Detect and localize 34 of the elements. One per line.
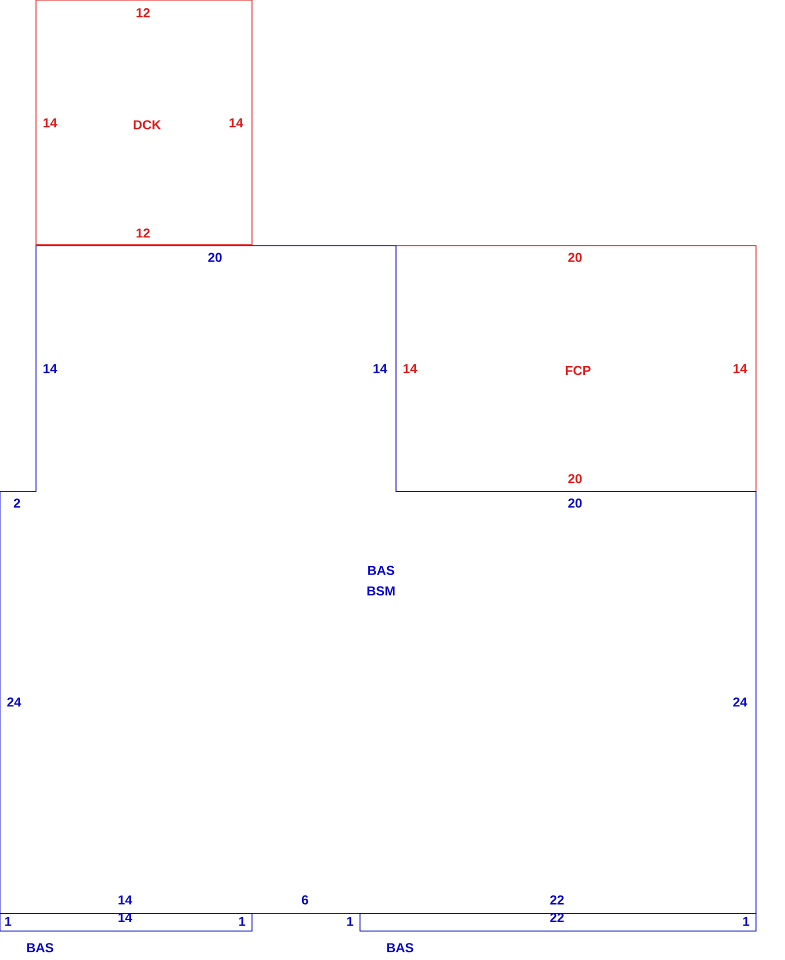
room-outline [36,0,252,246]
room-label: FCP [566,366,591,376]
dimension-label: 14 [230,118,244,128]
dimension-label: 14 [118,913,132,922]
dimension-label: 1 [347,916,354,926]
dimension-label: 2 [14,498,20,508]
room-outline [360,913,756,932]
dimension-label: 1 [239,916,246,926]
dimension-label: 24 [733,697,748,707]
room-outline [396,245,756,492]
dimension-label: 14 [118,895,132,904]
dimension-label: 1 [5,916,12,926]
dimension-label: 20 [568,498,582,508]
room-label: BAS [368,566,394,575]
room-label: DCK [134,120,161,130]
room-label: BSM [367,586,395,596]
dimension-label: 14 [44,118,58,128]
room-label: BAS [27,943,54,952]
dimension-label: 1 [743,916,750,926]
dimension-label: 14 [404,364,418,374]
dimension-label: 20 [208,252,222,262]
room-outline [0,245,756,914]
dimension-label: 12 [136,228,150,238]
dimension-label: 6 [302,895,308,904]
dimension-label: 14 [44,364,58,374]
dimension-label: 24 [7,697,22,707]
dimension-label: 22 [550,895,564,904]
dimension-label: 14 [374,364,388,374]
room-label: BAS [387,943,414,952]
dimension-label: 20 [568,252,582,262]
dimension-label: 20 [568,474,582,484]
dimension-label: 12 [136,8,150,18]
room-outline [0,913,252,932]
dimension-label: 14 [734,364,748,374]
